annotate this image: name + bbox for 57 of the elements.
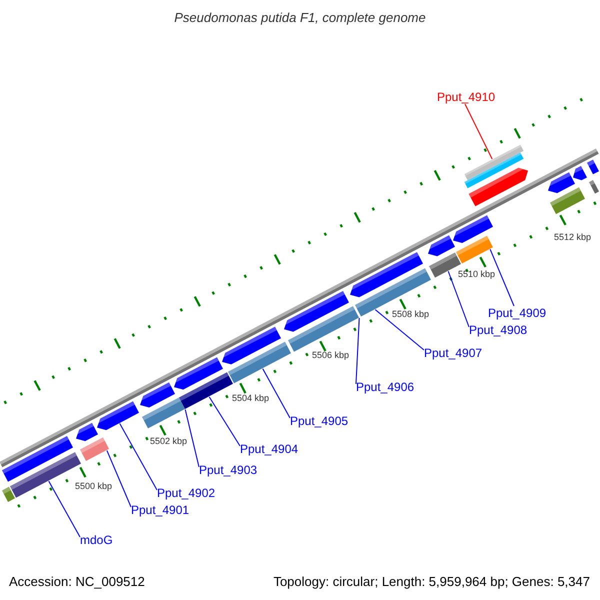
- leader-line: [48, 480, 80, 538]
- gene-bar: [550, 187, 585, 214]
- gene-label: Pput_4908: [469, 323, 528, 337]
- leader-line: [119, 423, 158, 490]
- gene-bar: [228, 342, 291, 384]
- leader-line: [262, 368, 290, 418]
- gene-block: [428, 235, 455, 256]
- gene-block: [140, 382, 175, 408]
- gene-bar: [464, 152, 524, 188]
- gene-label: Pput_4905: [290, 414, 348, 428]
- gene-block: [284, 291, 349, 332]
- leader-line: [374, 309, 424, 350]
- genome-stats-text: Topology: circular; Length: 5,959,964 bp; Genes: 5,347: [273, 574, 590, 590]
- gene-label: mdoG: [80, 533, 113, 547]
- gene-block: [97, 401, 139, 430]
- gene-block: [350, 252, 423, 298]
- gene-bar: [464, 144, 524, 180]
- gene-block: [222, 326, 281, 364]
- gene-bar: [142, 398, 185, 428]
- gene-bar: [589, 180, 599, 194]
- leader-line: [106, 450, 132, 508]
- gene-bar: [179, 372, 233, 409]
- gene-bar: [2, 436, 73, 482]
- gene-label: Pput_4903: [199, 463, 258, 477]
- gene-bar: [587, 160, 599, 174]
- gene-label: Pput_4906: [356, 380, 414, 394]
- scale-label: 5510 kbp: [458, 269, 496, 279]
- scale-label: 5504 kbp: [232, 393, 270, 403]
- gene-bar: [456, 236, 493, 264]
- gene-label: Pput_4907: [424, 346, 482, 360]
- leader-line: [490, 248, 514, 306]
- scale-label: 5506 kbp: [312, 350, 350, 360]
- gene-label: Pput_4909: [488, 306, 546, 320]
- gene-block: [453, 215, 493, 243]
- gene-bar: [2, 486, 15, 502]
- scale-label: 5502 kbp: [150, 436, 188, 446]
- gene-block: [76, 422, 98, 442]
- leader-line: [184, 408, 200, 468]
- gene-label: Pput_4910: [437, 90, 496, 104]
- leader-line: [464, 104, 493, 160]
- gene-block: [548, 172, 575, 194]
- gene-label: Pput_4901: [131, 503, 190, 517]
- gene-label: Pput_4902: [157, 486, 216, 500]
- gene-bar: [80, 437, 109, 461]
- leader-line: [356, 318, 360, 384]
- gene-block: [174, 357, 223, 390]
- gene-block: [468, 168, 528, 206]
- scale-label: 5512 kbp: [554, 232, 592, 242]
- accession-text: Accession: NC_009512: [9, 574, 145, 590]
- scale-label: 5508 kbp: [392, 309, 430, 319]
- leader-line: [448, 270, 470, 328]
- scale-label: 5500 kbp: [75, 481, 112, 491]
- map-title: Pseudomonas putida F1, complete genome: [174, 10, 426, 26]
- gene-bar: [288, 306, 359, 352]
- leader-line: [208, 396, 240, 446]
- gene-block: [573, 166, 587, 180]
- gene-label: Pput_4904: [240, 442, 298, 456]
